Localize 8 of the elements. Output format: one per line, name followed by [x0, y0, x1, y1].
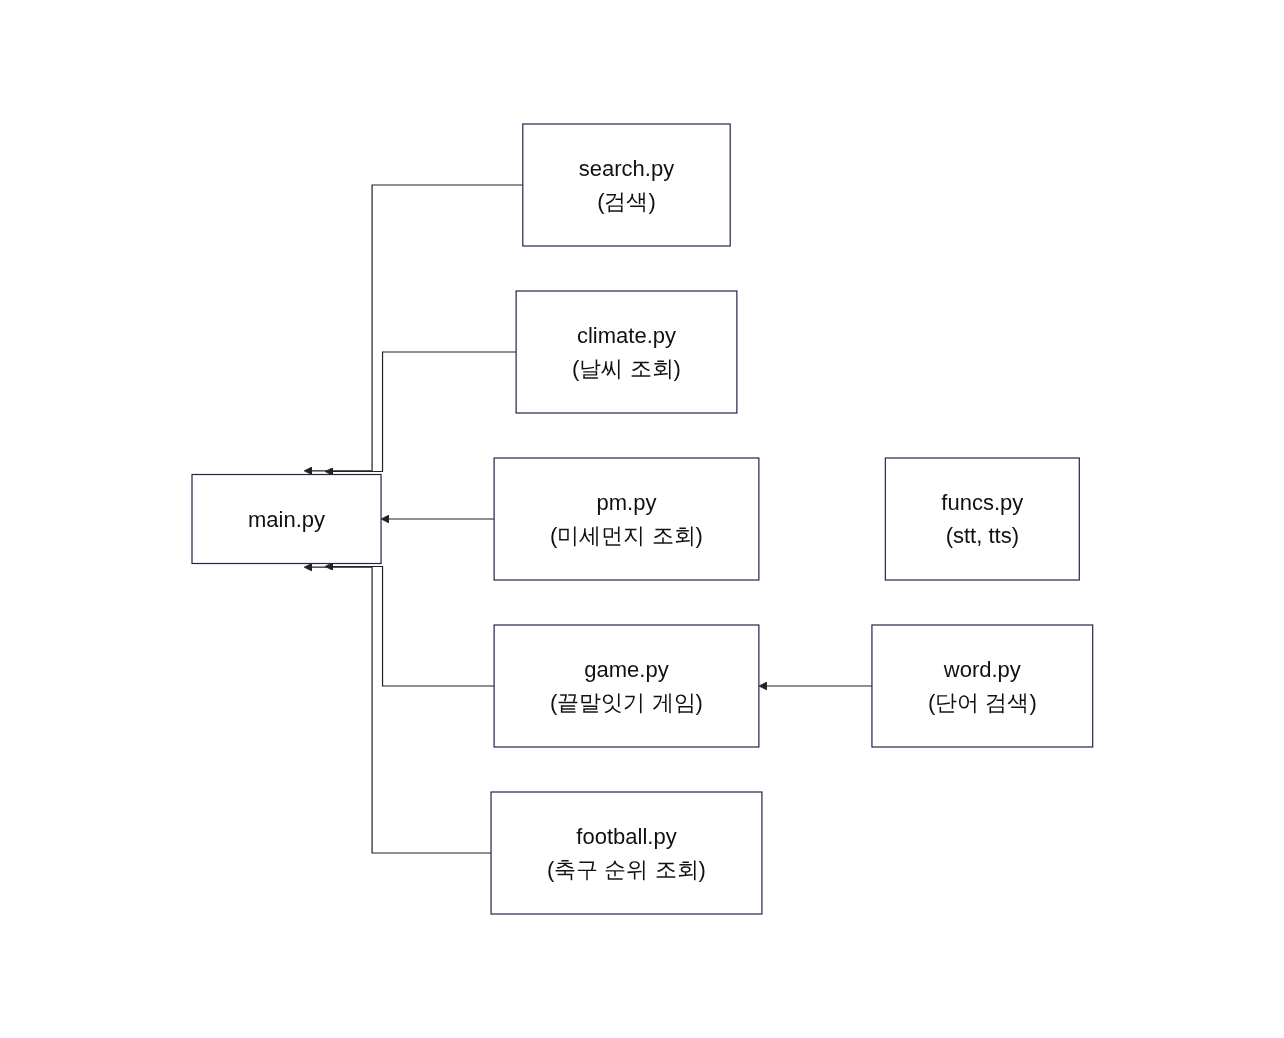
- node-box: word.py (단어 검색): [871, 624, 1093, 748]
- node-box: climate.py (날씨 조회): [515, 290, 738, 414]
- node-box: search.py (검색): [521, 123, 731, 247]
- node-box: funcs.py (stt, tts): [884, 457, 1080, 581]
- node-box: football.py (축구 순위 조회): [490, 791, 763, 915]
- node-box: pm.py (미세먼지 조회): [493, 457, 760, 581]
- node-box: main.py: [191, 473, 382, 565]
- node-box: game.py (끝말잇기 게임): [493, 624, 760, 748]
